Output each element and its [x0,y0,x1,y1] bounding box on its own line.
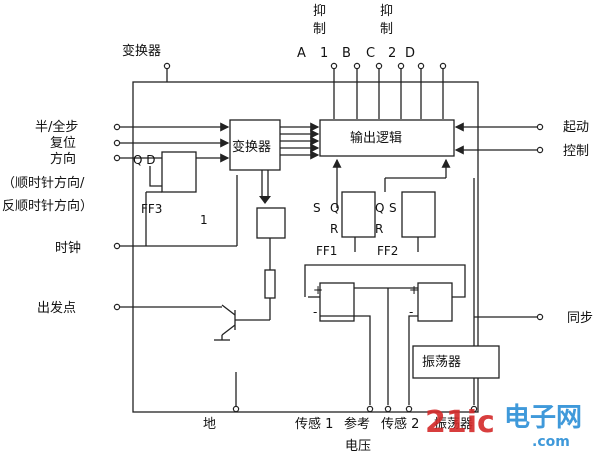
ff3-label: FF3 [141,202,162,216]
ff1-r-label: R [330,222,338,236]
watermark-com: .com [532,434,570,450]
converter-top-pin [163,62,171,70]
inhibit-2-label-a: 抑 [380,4,393,19]
clock-pin [113,242,121,250]
reference-label: 参考 [344,416,370,432]
comparator-right-minus: - [409,305,413,319]
ff1-s-label: S [313,201,321,215]
direction-label: 方向 [50,151,76,167]
ff2-s-label: S [389,201,397,215]
start-point-label: 出发点 [37,300,76,316]
voltage-label: 电压 [345,439,371,454]
pin-2-label: 2 [388,46,396,61]
pin-1-label: 1 [320,46,328,61]
sense-1-label: 传感 1 [295,416,333,432]
converter-output-arrows [280,122,320,160]
clock-label: 时钟 [55,240,81,256]
oscillator-pin [470,405,478,413]
left-input-pins [113,122,230,162]
sense-2-pin [405,405,413,413]
control-label: 控制 [563,144,589,159]
reference-pin [384,405,392,413]
inhibit-2-label-b: 制 [380,22,393,37]
ff2-flipflop [401,191,436,238]
watermark-dianzi: 电子网 [504,403,582,433]
ff2-r-label: R [375,222,383,236]
output-pins [330,62,447,119]
oscillator-pin-label: 振荡器 [434,417,473,432]
converter-block-label: 变换器 [232,139,271,155]
ff3-q-d-label: Q D [133,153,156,167]
inhibit-1-label-a: 抑 [313,4,326,19]
pin-a-label: A [297,46,306,61]
cw-ccw-label-2: 反顺时针方向） [2,198,93,214]
comparator-left-plus: + [313,283,323,297]
watermark-logo: 21ic 电子网 .com [425,403,582,450]
one-label: 1 [200,213,208,227]
buffer-block [256,207,286,239]
sync-label: 同步 [567,311,593,326]
reset-label: 复位 [50,136,76,151]
output-logic-block [319,119,455,157]
comparator-left [319,282,355,322]
converter-top-label: 变换器 [122,43,161,59]
ground-label: 地 [203,417,216,432]
pin-d-label: D [405,46,415,61]
ff2-q-label: Q [375,201,384,215]
converter-block [229,119,281,171]
oscillator-block-label: 振荡器 [422,355,461,370]
ff1-q-label: Q [330,201,339,215]
ground-pin [232,405,240,413]
sense-1-pin [366,405,374,413]
resistor [264,269,276,299]
ff2-label: FF2 [377,244,398,258]
output-logic-label: 输出逻辑 [350,130,402,146]
oscillator-block [412,345,500,379]
inhibit-1-label-b: 制 [313,22,326,37]
watermark-21ic: 21ic [425,405,495,440]
half-full-step-label: 半/全步 [35,119,78,135]
start-point-pin [113,303,121,311]
ff1-flipflop [341,191,376,238]
pin-b-label: B [342,46,351,61]
pin-c-label: C [366,46,375,61]
comparator-right-plus: + [409,283,419,297]
cw-ccw-label-1: （顺时针方向/ [2,175,85,191]
start-label: 起动 [563,120,589,135]
sense-2-label: 传感 2 [381,416,419,432]
comparator-left-minus: - [313,305,317,319]
ff3-flipflop [161,151,197,193]
comparator-right [417,282,453,322]
ff1-label: FF1 [316,244,337,258]
